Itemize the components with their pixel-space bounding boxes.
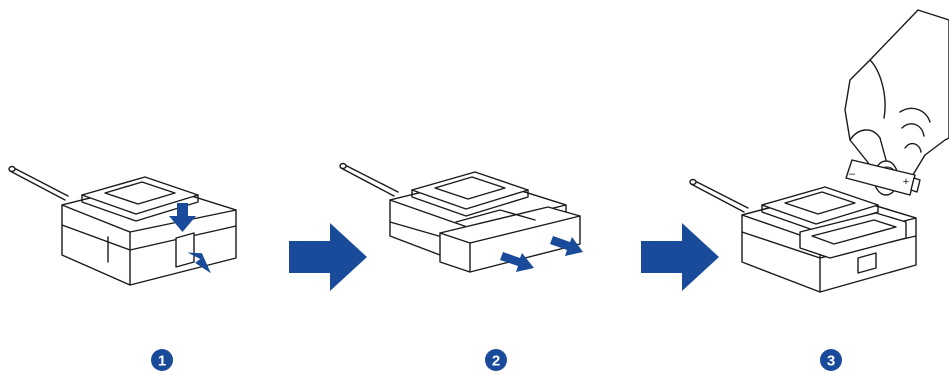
step-number: 3 [827, 353, 835, 370]
step-1-illustration [9, 167, 236, 286]
antenna [9, 167, 68, 201]
step-3-illustration: – + [690, 10, 949, 292]
antenna [690, 180, 748, 213]
transmitter-device [742, 187, 916, 292]
step-badge-2: 2 [485, 349, 507, 371]
battery-latch [176, 233, 194, 267]
step-number: 2 [492, 353, 500, 370]
step-badge-1: 1 [151, 349, 173, 371]
antenna [340, 164, 398, 197]
next-step-arrow-2 [641, 223, 719, 291]
next-step-arrow-1 [289, 223, 367, 291]
battery-minus-symbol: – [849, 168, 856, 180]
step-badge-3: 3 [820, 349, 842, 371]
transmitter-device [390, 172, 580, 272]
step-number: 1 [158, 353, 166, 370]
step-2-illustration [340, 164, 583, 273]
battery-plus-symbol: + [903, 176, 909, 188]
transmitter-device [62, 177, 236, 285]
